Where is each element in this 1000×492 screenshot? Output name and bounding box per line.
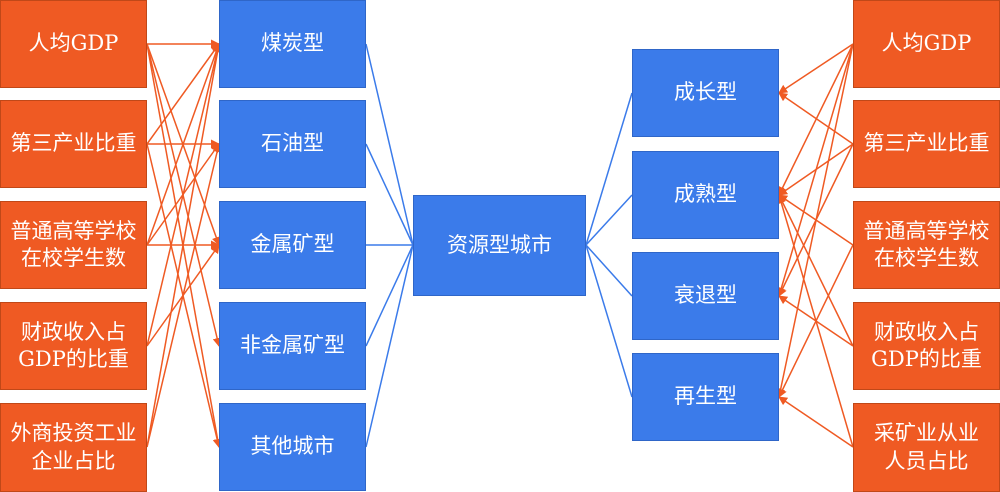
right-arrow-4-3 xyxy=(778,396,854,448)
left-indicator-college-students: 普通高等学校 在校学生数 xyxy=(0,201,147,289)
right-arrow-3-1 xyxy=(778,194,854,347)
right-arrow-1-0 xyxy=(778,92,854,145)
left-arrow-2-0 xyxy=(146,43,221,246)
right-indicator-college-students: 普通高等学校 在校学生数 xyxy=(853,201,1000,289)
center-resource-city: 资源型城市 xyxy=(413,195,586,296)
type-oil: 石油型 xyxy=(219,100,366,188)
left-indicator-fiscal-revenue-share: 财政收入占 GDP的比重 xyxy=(0,302,147,390)
type-nonmetal-mine: 非金属矿型 xyxy=(219,302,366,390)
right-arrow-1-1 xyxy=(778,143,854,196)
left-indicator-gdp-per-capita: 人均GDP xyxy=(0,0,147,88)
type-coal: 煤炭型 xyxy=(219,0,366,88)
center-to-stage-line-2 xyxy=(585,244,633,297)
right-indicator-fiscal-revenue-share: 财政收入占 GDP的比重 xyxy=(853,302,1000,390)
stage-regenerating: 再生型 xyxy=(632,353,779,441)
center-to-stage-line-3 xyxy=(585,244,633,398)
type-other-cities: 其他城市 xyxy=(219,403,366,491)
stage-declining: 衰退型 xyxy=(632,252,779,340)
left-indicator-tertiary-share: 第三产业比重 xyxy=(0,100,147,188)
left-arrow-4-0 xyxy=(146,43,223,448)
right-indicator-mining-employment-share: 采矿业从业 人员占比 xyxy=(853,403,1000,492)
stage-growth: 成长型 xyxy=(632,49,779,137)
left-arrow-4-1 xyxy=(146,143,222,448)
left-arrow-1-0 xyxy=(146,43,220,145)
stage-mature: 成熟型 xyxy=(632,151,779,239)
right-arrow-4-1 xyxy=(776,194,854,448)
type-to-center-line-1 xyxy=(365,143,414,246)
type-to-center-line-3 xyxy=(365,244,414,347)
center-to-stage-line-0 xyxy=(585,92,633,246)
type-metal-mine: 金属矿型 xyxy=(219,201,366,289)
left-indicator-foreign-investment-share: 外商投资工业 企业占比 xyxy=(0,403,147,492)
right-indicator-tertiary-share: 第三产业比重 xyxy=(853,100,1000,188)
type-to-center-line-4 xyxy=(365,244,414,448)
left-arrow-3-0 xyxy=(146,43,222,347)
right-arrow-0-0 xyxy=(778,43,854,94)
right-arrow-2-1 xyxy=(778,194,854,246)
center-to-stage-line-1 xyxy=(585,194,633,246)
right-arrow-0-1 xyxy=(778,43,854,196)
right-indicator-gdp-per-capita: 人均GDP xyxy=(853,0,1000,88)
type-to-center-line-0 xyxy=(365,43,414,246)
